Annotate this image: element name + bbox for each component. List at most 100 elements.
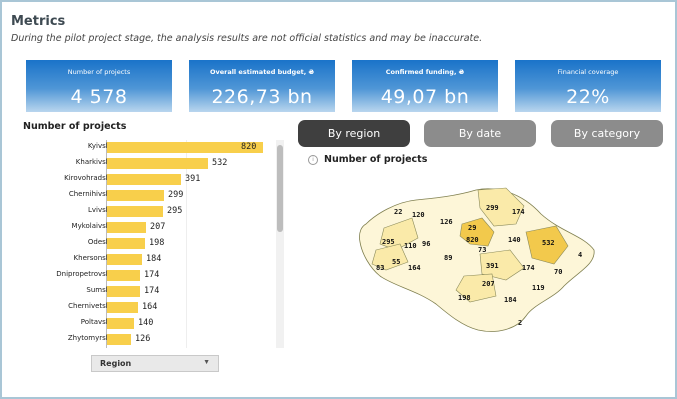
bar-value-label: 140 [138, 318, 154, 328]
bar-category-label: Khersonska [73, 254, 114, 262]
bar-row: Kharkivska 532 [22, 156, 284, 170]
map-region-label: 140 [508, 236, 521, 244]
map-region-label: 126 [440, 218, 453, 226]
bar-category-label: Chernihivska [68, 190, 114, 198]
ukraine-map: 22 120 126 299 174 295 110 96 29 820 73 … [359, 187, 595, 332]
bar-chart-scrollbar-track[interactable] [276, 140, 284, 348]
map-region-label: 55 [392, 258, 400, 266]
map-region-label: 532 [542, 239, 555, 247]
bar-row: Poltavska 140 [22, 316, 284, 330]
bar-category-label: Odeska [87, 238, 114, 246]
bar[interactable] [107, 238, 145, 249]
map-region-label: 299 [486, 204, 499, 212]
map-region[interactable] [479, 249, 525, 281]
bar-value-label: 207 [150, 222, 166, 232]
bar-category-label: Kirovohradska [64, 174, 114, 182]
bar[interactable] [107, 158, 208, 169]
bar-value-label: 295 [167, 206, 183, 216]
bar[interactable] [107, 334, 131, 345]
bar-category-label: Sumska [86, 286, 114, 294]
map-region-label: 198 [458, 294, 471, 302]
map-region-label: 83 [376, 264, 384, 272]
bar-category-label: Dnipropetrovska [56, 270, 114, 278]
metric-value: 226,73 bn [211, 86, 313, 108]
metric-card-coverage: Financial coverage 22% [515, 60, 661, 112]
map-region[interactable] [459, 217, 495, 247]
map-region[interactable] [477, 187, 525, 227]
tab-by-region[interactable]: By region [298, 120, 410, 147]
page-title: Metrics [11, 14, 66, 29]
metric-value: 22% [566, 86, 610, 108]
metric-label: Confirmed funding, ₴ [385, 68, 465, 76]
bar[interactable] [107, 174, 181, 185]
bar[interactable] [107, 318, 134, 329]
group-by-select[interactable]: Region ▼ [91, 355, 219, 372]
bar-value-label: 174 [144, 270, 160, 280]
bar-category-label: Kyivska [87, 142, 114, 150]
tab-by-date[interactable]: By date [424, 120, 536, 147]
map-region-label: 820 [466, 236, 479, 244]
bar-category-label: Poltavska [80, 318, 114, 326]
metric-label: Financial coverage [557, 68, 619, 76]
tab-by-category[interactable]: By category [551, 120, 663, 147]
bar-row: Lvivska 295 [22, 204, 284, 218]
bar-category-label: Lvivska [88, 206, 114, 214]
bar-category-label: Chernivetska [68, 302, 114, 310]
bar-row: Odeska 198 [22, 236, 284, 250]
map-region-label: 174 [512, 208, 525, 216]
group-by-select-value: Region [100, 359, 132, 368]
bar[interactable] [107, 206, 163, 217]
page-subtitle: During the pilot project stage, the anal… [11, 33, 483, 44]
bar-value-label: 174 [144, 286, 160, 296]
map-title: Number of projects [324, 154, 428, 165]
metric-value: 49,07 bn [380, 86, 470, 108]
bar-chart-title: Number of projects [23, 121, 127, 132]
bar[interactable] [107, 286, 140, 297]
map-region-label: 70 [554, 268, 562, 276]
bar[interactable] [107, 254, 142, 265]
map-region[interactable] [379, 217, 419, 251]
map-region-label: 110 [404, 242, 417, 250]
bar[interactable] [107, 302, 138, 313]
map-region-label: 22 [394, 208, 402, 216]
metric-card-funding: Confirmed funding, ₴ 49,07 bn [352, 60, 498, 112]
bar[interactable] [107, 222, 146, 233]
bar-value-label: 198 [149, 238, 165, 248]
bar-category-label: Kharkivska [75, 158, 114, 166]
map-region-label: 29 [468, 224, 476, 232]
map-region-label: 164 [408, 264, 421, 272]
bar[interactable] [107, 190, 164, 201]
bar-value-label: 126 [135, 334, 151, 344]
map-region[interactable] [455, 273, 497, 303]
map-region-label: 73 [478, 246, 486, 254]
bar-value-label: 184 [146, 254, 162, 264]
map-region-label: 120 [412, 211, 425, 219]
map-region-label: 184 [504, 296, 517, 304]
bar[interactable] [107, 142, 263, 153]
map-region-label: 295 [382, 238, 395, 246]
map-region-label: 2 [518, 319, 522, 327]
map-region[interactable] [525, 225, 569, 265]
bar-row: Zhytomyrska 126 [22, 332, 284, 346]
metric-label: Number of projects [67, 68, 131, 76]
map-region-label: 96 [422, 240, 430, 248]
bar-value-label: 532 [212, 158, 228, 168]
bar-row: Sumska 174 [22, 284, 284, 298]
map-region[interactable] [371, 243, 409, 271]
map-region-label: 174 [522, 264, 535, 272]
map-outline [359, 188, 595, 332]
map-region-label: 119 [532, 284, 545, 292]
bar-category-label: Zhytomyrska [67, 334, 114, 342]
map-region-label: 207 [482, 280, 495, 288]
bar[interactable] [107, 270, 140, 281]
metric-value: 4 578 [70, 86, 128, 108]
info-icon[interactable]: i [308, 155, 318, 165]
metric-label: Overall estimated budget, ₴ [209, 68, 315, 76]
bar-chart-scrollbar-thumb[interactable] [277, 145, 283, 232]
